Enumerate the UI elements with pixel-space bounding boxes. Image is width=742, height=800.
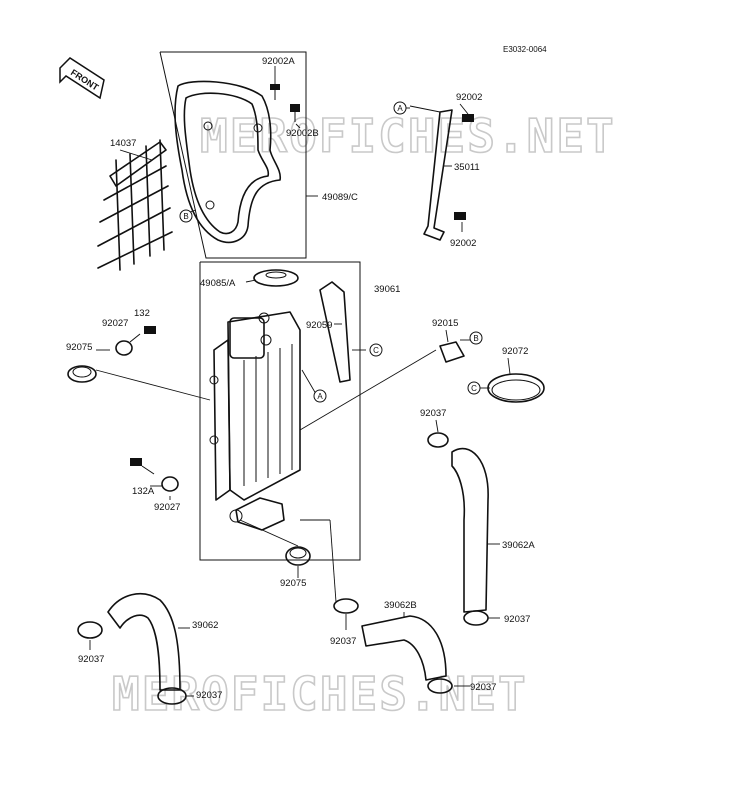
ref-marker-b-screen: B bbox=[179, 209, 193, 223]
stay-bracket bbox=[423, 109, 453, 241]
part-label-35011: 35011 bbox=[454, 162, 480, 173]
bolt-92002-top-icon bbox=[462, 114, 474, 122]
part-label-49089C: 49089/C bbox=[322, 192, 358, 203]
svg-text:C: C bbox=[471, 384, 477, 393]
overflow-hose bbox=[319, 281, 351, 383]
ref-marker-c-clamp: C bbox=[467, 381, 481, 395]
svg-text:A: A bbox=[397, 104, 403, 113]
part-label-92037-left: 92037 bbox=[78, 654, 104, 665]
part-label-92037-mid: 92037 bbox=[420, 408, 446, 419]
ref-marker-a-top: A bbox=[393, 101, 407, 115]
part-label-92075-bottom: 92075 bbox=[280, 578, 306, 589]
bolt-92002B-icon bbox=[290, 104, 300, 122]
part-label-92027-top: 92027 bbox=[102, 318, 128, 329]
hose-39062B bbox=[361, 615, 447, 681]
clamp-92037-mid bbox=[427, 432, 449, 448]
bolt-132-icon bbox=[129, 326, 156, 343]
part-label-92072: 92072 bbox=[502, 346, 528, 357]
part-label-92015: 92015 bbox=[432, 318, 458, 329]
ref-marker-c-hose: C bbox=[369, 343, 383, 357]
shroud-bracket bbox=[159, 51, 307, 259]
clamp-92037-right-bottom bbox=[427, 678, 453, 694]
radiator-bracket-92015 bbox=[439, 341, 465, 363]
part-label-39062: 39062 bbox=[192, 620, 218, 631]
clamp-band-92072 bbox=[487, 373, 545, 403]
bolt-92002-bottom-icon bbox=[454, 212, 466, 220]
collar-92027-bottom bbox=[161, 476, 179, 492]
part-label-92027-bottom: 92027 bbox=[154, 502, 180, 513]
part-label-92002A: 92002A bbox=[262, 56, 295, 67]
clamp-92037-left bbox=[77, 621, 103, 639]
part-label-39062A: 39062A bbox=[502, 540, 535, 551]
ref-marker-a-radiator: A bbox=[313, 389, 327, 403]
leader-lines bbox=[89, 66, 511, 697]
part-label-39061: 39061 bbox=[374, 284, 400, 295]
grommet-92075-left bbox=[67, 365, 97, 383]
part-label-92059: 92059 bbox=[306, 320, 332, 331]
clamp-92037-right bbox=[463, 610, 489, 626]
radiator-screen bbox=[97, 139, 173, 271]
part-label-92002B: 92002B bbox=[286, 128, 319, 139]
grommet-92075-bottom bbox=[285, 546, 311, 566]
part-label-92002-bottom: 92002 bbox=[450, 238, 476, 249]
hose-39062A bbox=[451, 447, 489, 613]
part-label-92037-right: 92037 bbox=[504, 614, 530, 625]
part-label-39062B: 39062B bbox=[384, 600, 417, 611]
radiator-cap bbox=[253, 269, 299, 287]
bolt-132A-icon bbox=[130, 458, 155, 475]
watermark-bottom: MEROFICHES.NET bbox=[112, 667, 528, 721]
diagram-code: E3032-0064 bbox=[503, 45, 547, 54]
part-label-92037-center: 92037 bbox=[330, 636, 356, 647]
radiator-core bbox=[209, 311, 301, 531]
part-label-92037-right-bottom: 92037 bbox=[470, 682, 496, 693]
collar-92027-top bbox=[115, 340, 133, 356]
clamp-92037-center bbox=[333, 598, 359, 614]
svg-text:A: A bbox=[317, 392, 323, 401]
part-label-132A: 132A bbox=[132, 486, 155, 497]
svg-text:B: B bbox=[473, 334, 478, 343]
part-label-92075-left: 92075 bbox=[66, 342, 92, 353]
svg-text:B: B bbox=[183, 212, 188, 221]
bolt-92002A-icon bbox=[270, 84, 280, 100]
part-label-92002-top: 92002 bbox=[456, 92, 482, 103]
part-label-49085A: 49085/A bbox=[200, 278, 236, 289]
watermark-top: MEROFICHES.NET bbox=[200, 109, 616, 163]
svg-text:C: C bbox=[373, 346, 379, 355]
radiator-bracket bbox=[199, 261, 361, 561]
ref-marker-b-bracket: B bbox=[469, 331, 483, 345]
front-arrow-icon: FRONT bbox=[59, 57, 105, 100]
part-label-132: 132 bbox=[134, 308, 150, 319]
radiator-shroud bbox=[174, 80, 282, 244]
part-label-92037-bottom: 92037 bbox=[196, 690, 222, 701]
part-label-14037: 14037 bbox=[110, 138, 136, 149]
